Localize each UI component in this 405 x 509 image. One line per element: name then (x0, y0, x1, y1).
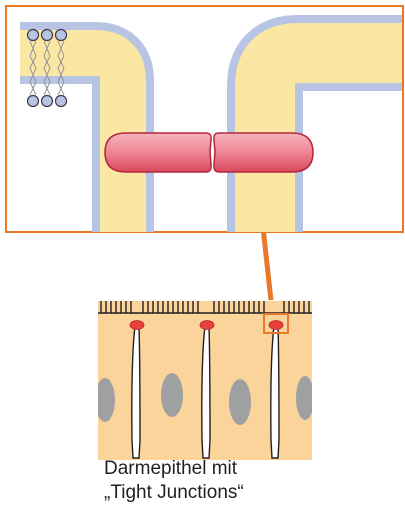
cell-boundary (132, 326, 140, 458)
tight-junction-protein-icon (105, 133, 313, 172)
cell-boundary (271, 326, 279, 458)
caption-line-1: Darmepithel mit (104, 457, 334, 481)
cell-boundary (202, 326, 210, 458)
caption-line-2: „Tight Junctions“ (104, 481, 334, 505)
figure-caption: Darmepithel mit „Tight Junctions“ (104, 457, 334, 505)
